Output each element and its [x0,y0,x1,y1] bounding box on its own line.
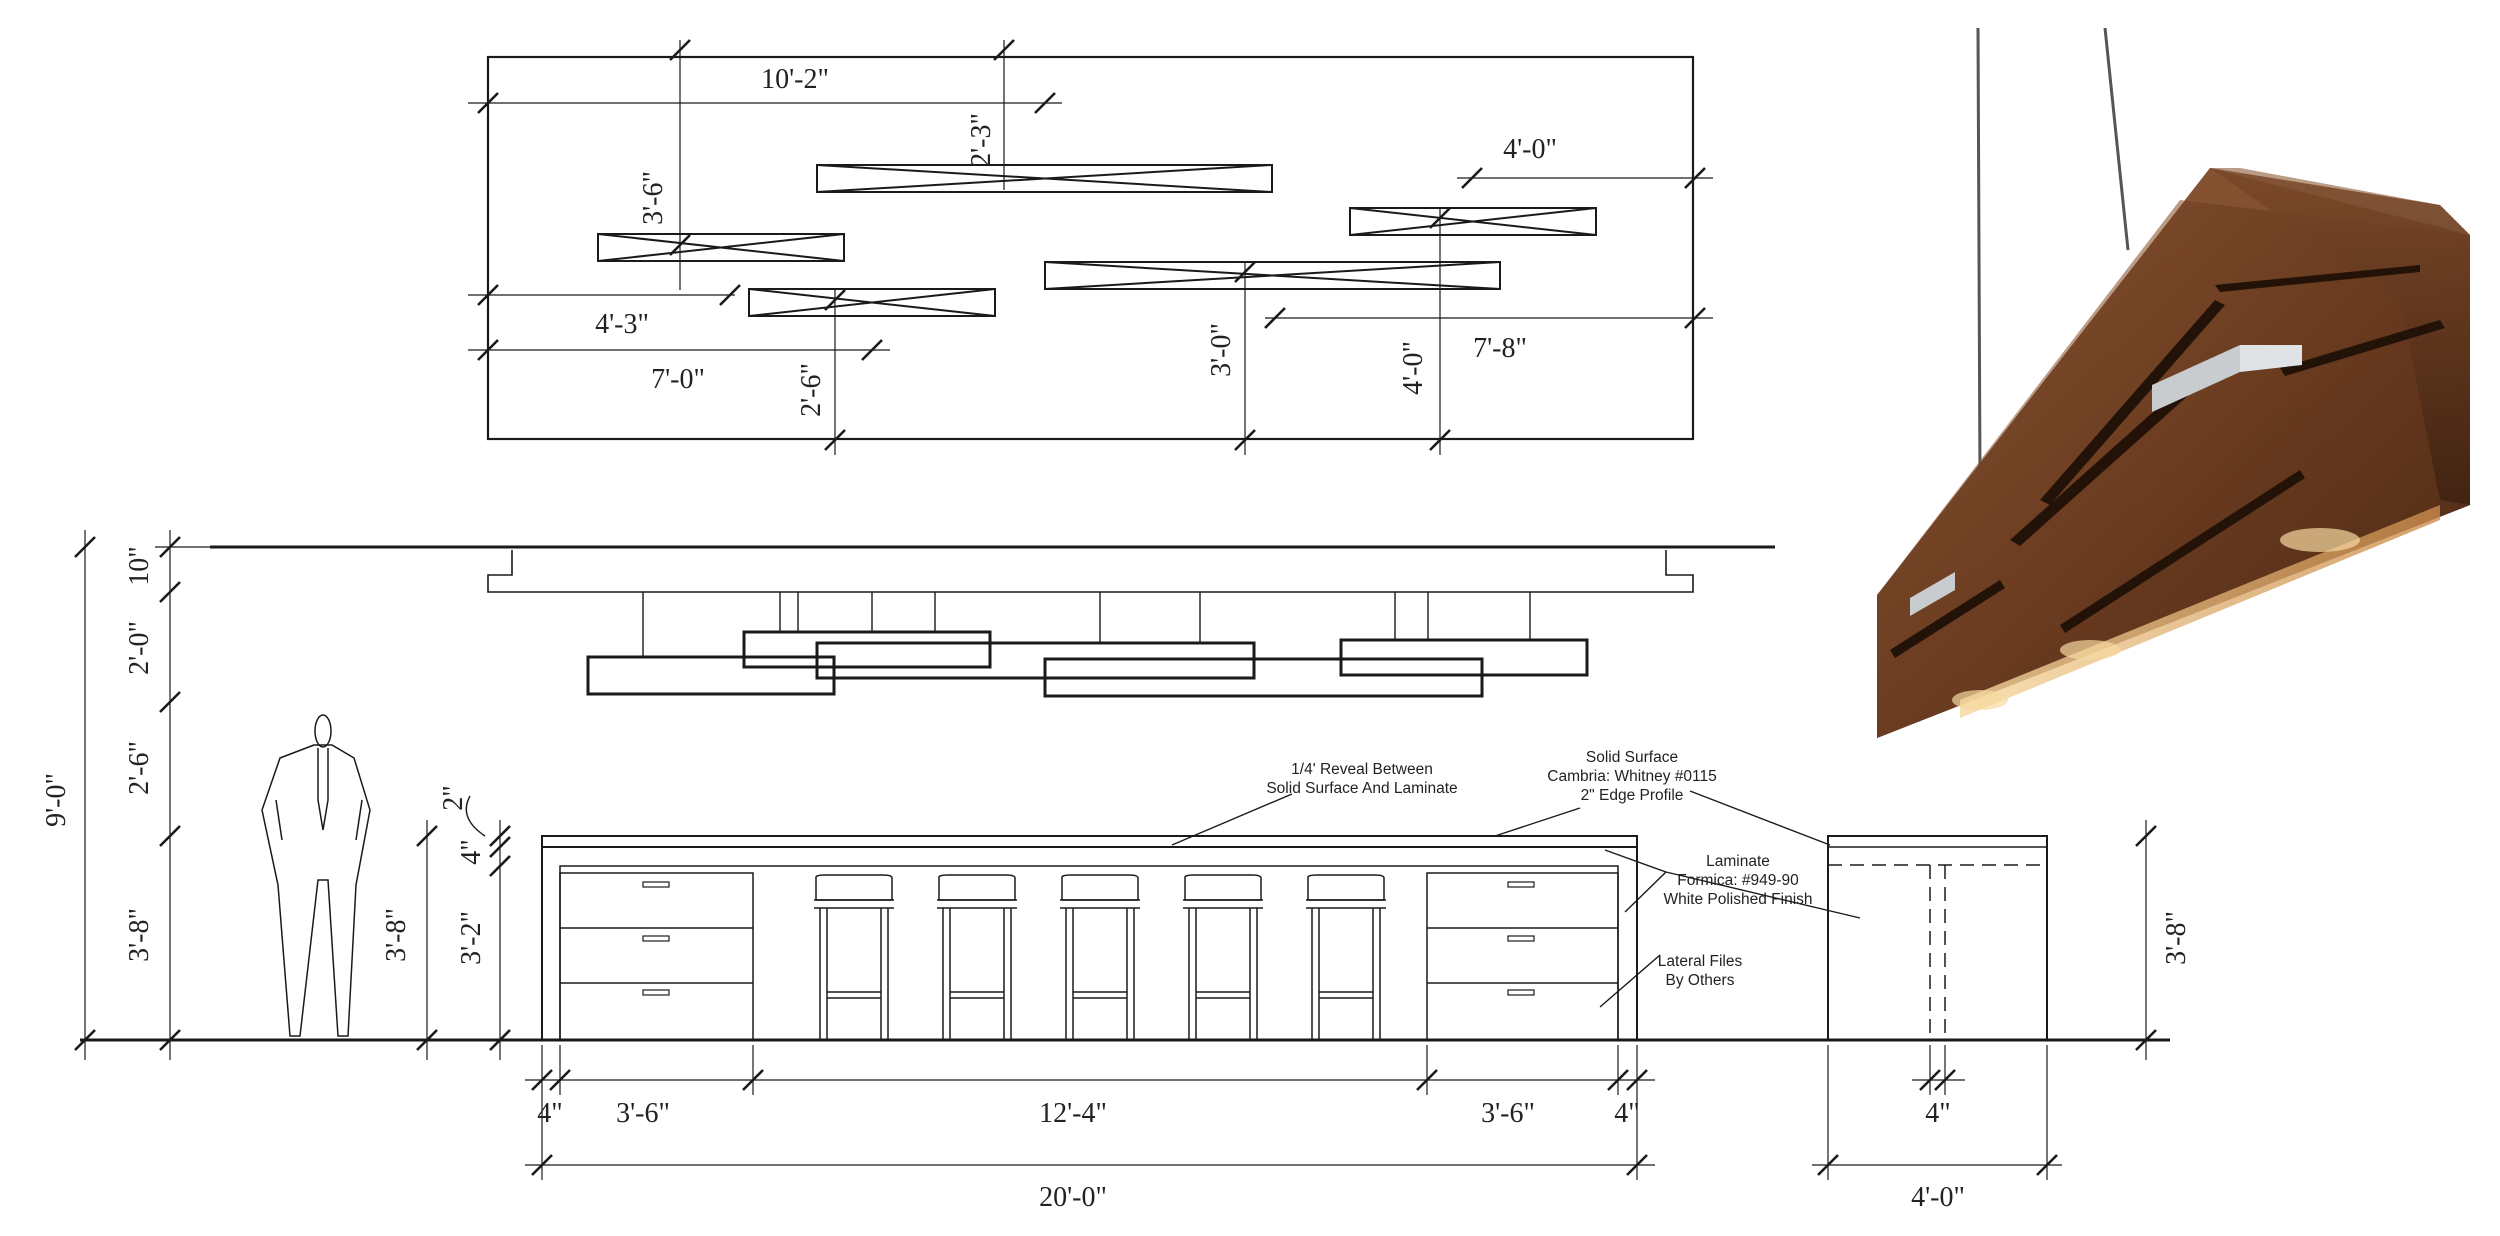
lateral-file-left [559,872,754,1041]
dim-bottom-3-6-right: 3'-6" [1481,1098,1535,1129]
fixture-glow [1960,505,2440,718]
note-solid-line3: 2" Edge Profile [1581,787,1684,804]
dim-2-3: 2'-3" [966,113,997,167]
elevation-view [74,530,2170,1180]
plan-fixture [1044,261,1501,290]
plan-fixture [1349,207,1597,236]
note-solid-line1: Solid Surface [1586,749,1678,766]
dim-4-3: 4'-3" [595,309,649,340]
dim-end-3-8: 3'-8" [2161,911,2192,965]
fixture-slots [1890,265,2445,658]
metal-accent [2240,345,2302,372]
plan-fixture [748,288,996,317]
bar-stool [1183,874,1263,1040]
metal-accent [1910,572,1955,616]
leader-lines [465,790,1861,1008]
dim-overall-9-0: 9'-0" [41,773,72,827]
elevation-fixture [1043,657,1484,698]
plan-fixture [816,164,1273,193]
human-scale-figure [261,714,371,1037]
dim-7-8: 7'-8" [1473,333,1527,364]
note-files-line1: Lateral Files [1658,953,1743,970]
plan-border [486,55,1695,441]
note-files-line2: By Others [1666,972,1735,989]
dim-3-0: 3'-0" [1206,323,1237,377]
dim-7-0: 7'-0" [651,364,705,395]
dim-gap-2-6: 2'-6" [124,741,155,795]
elevation-dimension-lines [84,530,2147,1180]
light-spot [1952,690,2008,710]
light-spot [2280,528,2360,552]
dim-top-2: 2" [438,785,469,810]
dim-2-6: 2'-6" [796,363,827,417]
elevation-fixture [586,655,836,696]
pendant-light-render [1877,27,2470,738]
counter-recess [559,865,1619,1041]
dim-counter-3-8: 3'-8" [124,908,155,962]
note-laminate-line3: White Polished Finish [1663,891,1812,908]
dim-3-6: 3'-6" [638,171,669,225]
dim-top-4: 4" [456,839,487,864]
bar-stool [1060,874,1140,1040]
soffit [487,550,1694,593]
hanger-rods [642,592,1531,657]
counter-end-section [1827,835,2048,1041]
dim-4-0-top: 4'-0" [1503,134,1557,165]
light-spot [2060,640,2120,660]
counter [541,835,1638,1041]
plan-ticks [477,39,1706,451]
dim-10-2: 10'-2" [761,64,829,95]
note-solid-line2: Cambria: Whitney #0115 [1547,768,1716,785]
elevation-fixture [742,630,992,669]
dim-person-3-8: 3'-8" [381,908,412,962]
note-reveal-line1: 1/4' Reveal Between [1291,761,1433,778]
bar-stool [814,874,894,1040]
dim-4-0-vert: 4'-0" [1398,341,1429,395]
bar-stool [1306,874,1386,1040]
solid-surface-top [541,835,1638,848]
dim-bottom-4-right: 4" [1614,1098,1639,1129]
metal-accent [2152,345,2240,412]
counter-body [541,846,1638,1041]
dim-ceiling-10: 10" [124,546,155,585]
plan-view [468,39,1713,455]
fixture-front [1877,168,2470,738]
dim-drop-2-0: 2'-0" [124,621,155,675]
note-laminate-line2: Formica: #949-90 [1677,872,1799,889]
plan-dim-labels: 10'-2" 2'-3" 3'-6" 4'-0" 4'-3" 7'-0" 2'-… [595,64,1557,417]
suspension-cable [1976,27,1982,481]
dim-bottom-12-4: 12'-4" [1039,1098,1107,1129]
note-reveal-line2: Solid Surface And Laminate [1266,780,1457,797]
elevation-ticks [74,536,2157,1176]
dim-bottom-20-0: 20'-0" [1039,1182,1107,1213]
elevation-fixture [1339,638,1589,677]
note-laminate-line1: Laminate [1706,853,1770,870]
bar-stool [937,874,1017,1040]
suspension-cable [2103,27,2130,251]
plan-dimension-lines [468,40,1713,455]
plan-fixture [597,233,845,262]
annotation-notes: 1/4' Reveal Between Solid Surface And La… [1266,749,1812,989]
dim-bottom-4-left: 4" [537,1098,562,1129]
elevation-dim-labels: 10" 2'-0" 2'-6" 3'-8" 9'-0" 3'-8" 2" 4" … [41,546,2192,1213]
dim-bottom-3-6-left: 3'-6" [616,1098,670,1129]
fixture-end [2210,168,2470,505]
dim-cabinet-3-2: 3'-2" [456,911,487,965]
elevation-fixtures [586,630,1589,698]
lateral-file-right [1426,872,1619,1041]
dim-bottom-end-4-0: 4'-0" [1911,1182,1965,1213]
dim-bottom-end-4: 4" [1925,1098,1950,1129]
